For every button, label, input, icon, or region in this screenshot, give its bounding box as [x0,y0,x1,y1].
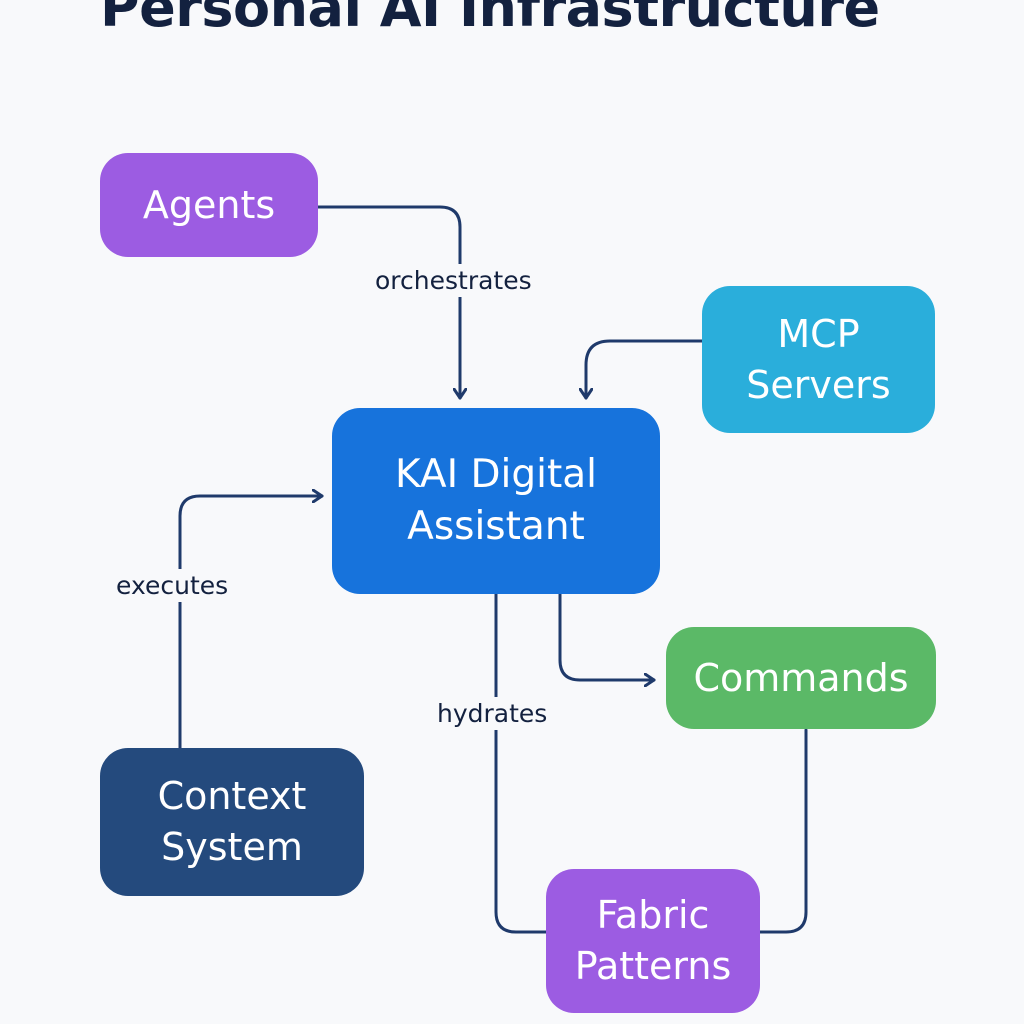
diagram-title: Personal AI Infrastructure [100,0,880,39]
edge-label-hydrates: hydrates [433,697,552,730]
node-mcp-servers-line1: MCP [777,311,860,356]
node-fabric-patterns: Fabric Patterns [546,869,760,1013]
node-kai-assistant-line2: Assistant [407,504,585,549]
node-agents: Agents [100,153,318,257]
edge-kai-to-fabric [494,592,548,934]
node-context-system-line2: System [161,825,303,869]
node-mcp-servers: MCP Servers [702,286,935,433]
node-context-system-line1: Context [157,774,307,819]
node-commands: Commands [666,627,936,729]
node-context-system: Context System [100,748,364,896]
edge-label-executes: executes [112,569,233,602]
node-agents-label: Agents [142,182,276,227]
node-fabric-patterns-line2: Patterns [574,944,732,988]
node-fabric-patterns-line1: Fabric [596,893,710,938]
node-kai-assistant: KAI Digital Assistant [332,408,660,594]
edge-context-to-kai [178,496,324,750]
edge-agents-to-kai [316,205,460,400]
node-kai-assistant-line1: KAI Digital [395,451,597,497]
node-commands-label: Commands [693,655,909,700]
edge-commands-to-fabric [758,728,808,934]
edge-mcp-to-kai [586,339,704,400]
node-mcp-servers-line2: Servers [746,362,891,407]
edge-label-orchestrates: orchestrates [371,264,536,297]
edge-kai-to-commands [558,592,656,680]
